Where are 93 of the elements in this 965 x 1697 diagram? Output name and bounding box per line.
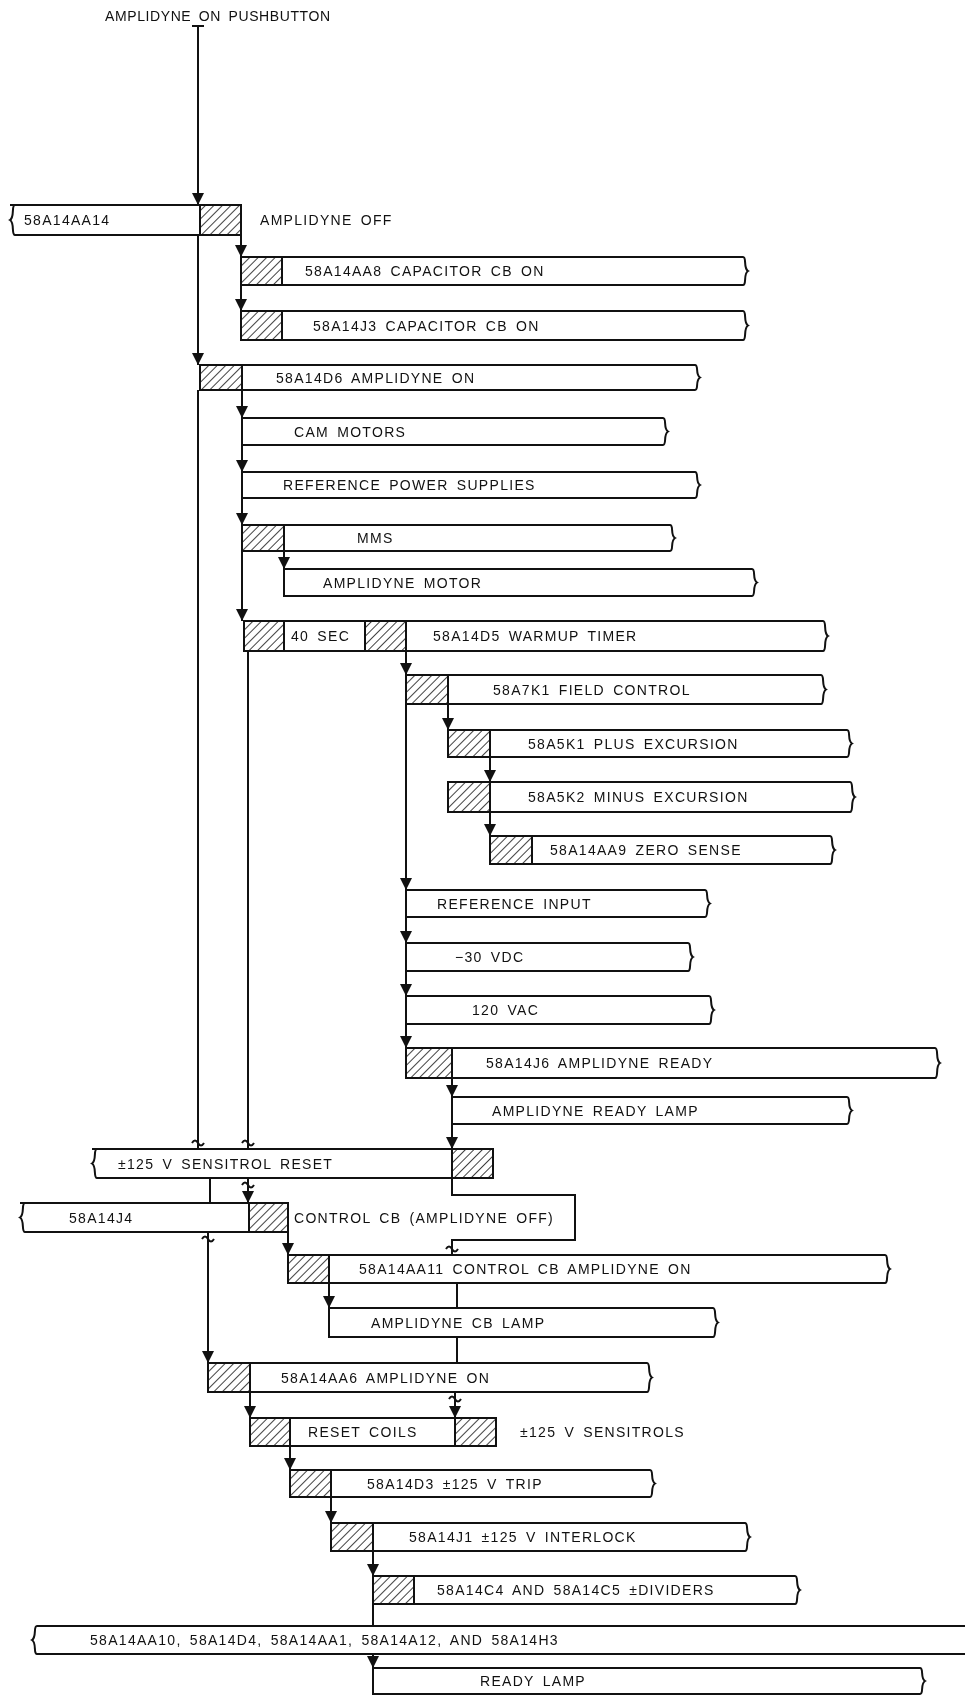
arrow: [446, 1123, 458, 1150]
timing-bar: [284, 569, 757, 596]
bar-label: 58A7K1 FIELD CONTROL: [493, 681, 691, 698]
arrow: [448, 1391, 462, 1419]
connector-line: [241, 650, 255, 1150]
bar-label: 40 SEC: [291, 628, 351, 644]
bar-label: 58A5K1 PLUS EXCURSION: [528, 735, 739, 752]
timing-bar: [448, 782, 855, 812]
bar-label: 58A14AA10, 58A14D4, 58A14AA1, 58A14A12, AND 58A14H3: [90, 1632, 559, 1648]
timing-bar: [329, 1308, 718, 1337]
arrow: [484, 811, 496, 837]
timing-bar: [242, 472, 700, 498]
arrow: [278, 550, 290, 570]
bar-label: 58A14D6 AMPLIDYNE ON: [276, 369, 476, 386]
timing-bar: [373, 1576, 800, 1604]
bar-label: 58A14C4 AND 58A14C5 ±DIVIDERS: [437, 1582, 715, 1598]
bar-note: AMPLIDYNE OFF: [260, 212, 393, 228]
arrow: [446, 1077, 458, 1098]
bar-label: −30 VDC: [455, 949, 525, 965]
timing-bar: [288, 1255, 890, 1283]
bar-label: READY LAMP: [480, 1673, 586, 1689]
arrow: [235, 284, 247, 312]
arrow: [192, 25, 204, 206]
arrow: [192, 234, 204, 366]
timing-bar: [241, 257, 748, 285]
bar-label: CAM MOTORS: [294, 423, 407, 440]
timing-bar: [242, 418, 668, 445]
bar-label: 58A14J3 CAPACITOR CB ON: [313, 317, 540, 334]
bar-label: 58A14D5 WARMUP TIMER: [433, 628, 638, 644]
arrow: [236, 444, 248, 473]
arrow: [241, 1177, 255, 1204]
bar-label: AMPLIDYNE MOTOR: [323, 574, 483, 591]
bar-note: ±125 V SENSITROLS: [520, 1424, 685, 1440]
timing-bar: [448, 730, 852, 757]
timing-bar: [406, 996, 714, 1024]
bar-label: 58A14J1 ±125 V INTERLOCK: [409, 1529, 637, 1545]
bar-label: AMPLIDYNE READY LAMP: [492, 1102, 699, 1119]
timing-bar: [92, 1149, 493, 1178]
bar-label: 120 VAC: [472, 1002, 540, 1018]
arrow: [282, 1231, 294, 1256]
arrow: [236, 389, 248, 419]
bar-label: 58A14AA8 CAPACITOR CB ON: [305, 263, 545, 279]
bar-label: 58A14AA11 CONTROL CB AMPLIDYNE ON: [359, 1261, 692, 1277]
arrow: [400, 650, 412, 676]
bar-label: AMPLIDYNE CB LAMP: [371, 1314, 546, 1331]
bar-label: MMS: [357, 530, 394, 546]
timing-bar: [331, 1523, 750, 1551]
arrow: [284, 1445, 296, 1471]
arrow: [236, 550, 248, 622]
connector-line: [372, 1603, 374, 1627]
arrow: [325, 1496, 337, 1524]
timing-bar: [406, 675, 826, 704]
timing-bar: [290, 1470, 655, 1497]
connector-line: [445, 1177, 576, 1256]
arrow: [442, 703, 454, 731]
timing-bar: [208, 1363, 652, 1392]
arrow: [400, 1023, 412, 1049]
timing-bar: [242, 525, 675, 551]
bar-label: REFERENCE POWER SUPPLIES: [283, 477, 536, 493]
arrow: [323, 1282, 335, 1309]
timing-bar: [406, 890, 710, 917]
bar-label: REFERENCE INPUT: [437, 895, 592, 912]
timing-bar: [406, 1048, 940, 1078]
timing-bar: [373, 1668, 925, 1694]
bar-label: 58A14AA6 AMPLIDYNE ON: [281, 1369, 491, 1386]
timing-bar: [406, 943, 693, 971]
bar-label: 58A5K2 MINUS EXCURSION: [528, 789, 749, 805]
arrow: [244, 1391, 256, 1419]
button-label: AMPLIDYNE ON PUSHBUTTON: [105, 7, 331, 26]
timing-bar: [200, 365, 700, 390]
bar-label: ±125 V SENSITROL RESET: [118, 1155, 334, 1172]
arrow: [367, 1550, 379, 1577]
bar-label: RESET COILS: [308, 1424, 418, 1440]
bar-label: 58A14J4: [69, 1209, 134, 1226]
arrow: [201, 1231, 215, 1364]
arrow: [367, 1653, 379, 1669]
timing-bar: [244, 621, 828, 651]
timing-bar: [490, 836, 835, 864]
bar-label: 58A14D3 ±125 V TRIP: [367, 1475, 543, 1492]
arrow: [235, 234, 247, 258]
timing-bar: [452, 1097, 852, 1124]
timing-bar: [241, 311, 748, 340]
arrow: [400, 970, 412, 997]
connector-line: [191, 389, 205, 1150]
timing-bar: [32, 1626, 965, 1654]
bar-label: 58A14J6 AMPLIDYNE READY: [486, 1055, 714, 1071]
arrow: [400, 916, 412, 944]
arrow: [236, 497, 248, 526]
bar-note: CONTROL CB (AMPLIDYNE OFF): [294, 1209, 555, 1226]
bar-label: 58A14AA14: [24, 212, 111, 228]
arrow: [400, 703, 412, 891]
bar-label: 58A14AA9 ZERO SENSE: [550, 842, 742, 858]
arrow: [484, 756, 496, 783]
